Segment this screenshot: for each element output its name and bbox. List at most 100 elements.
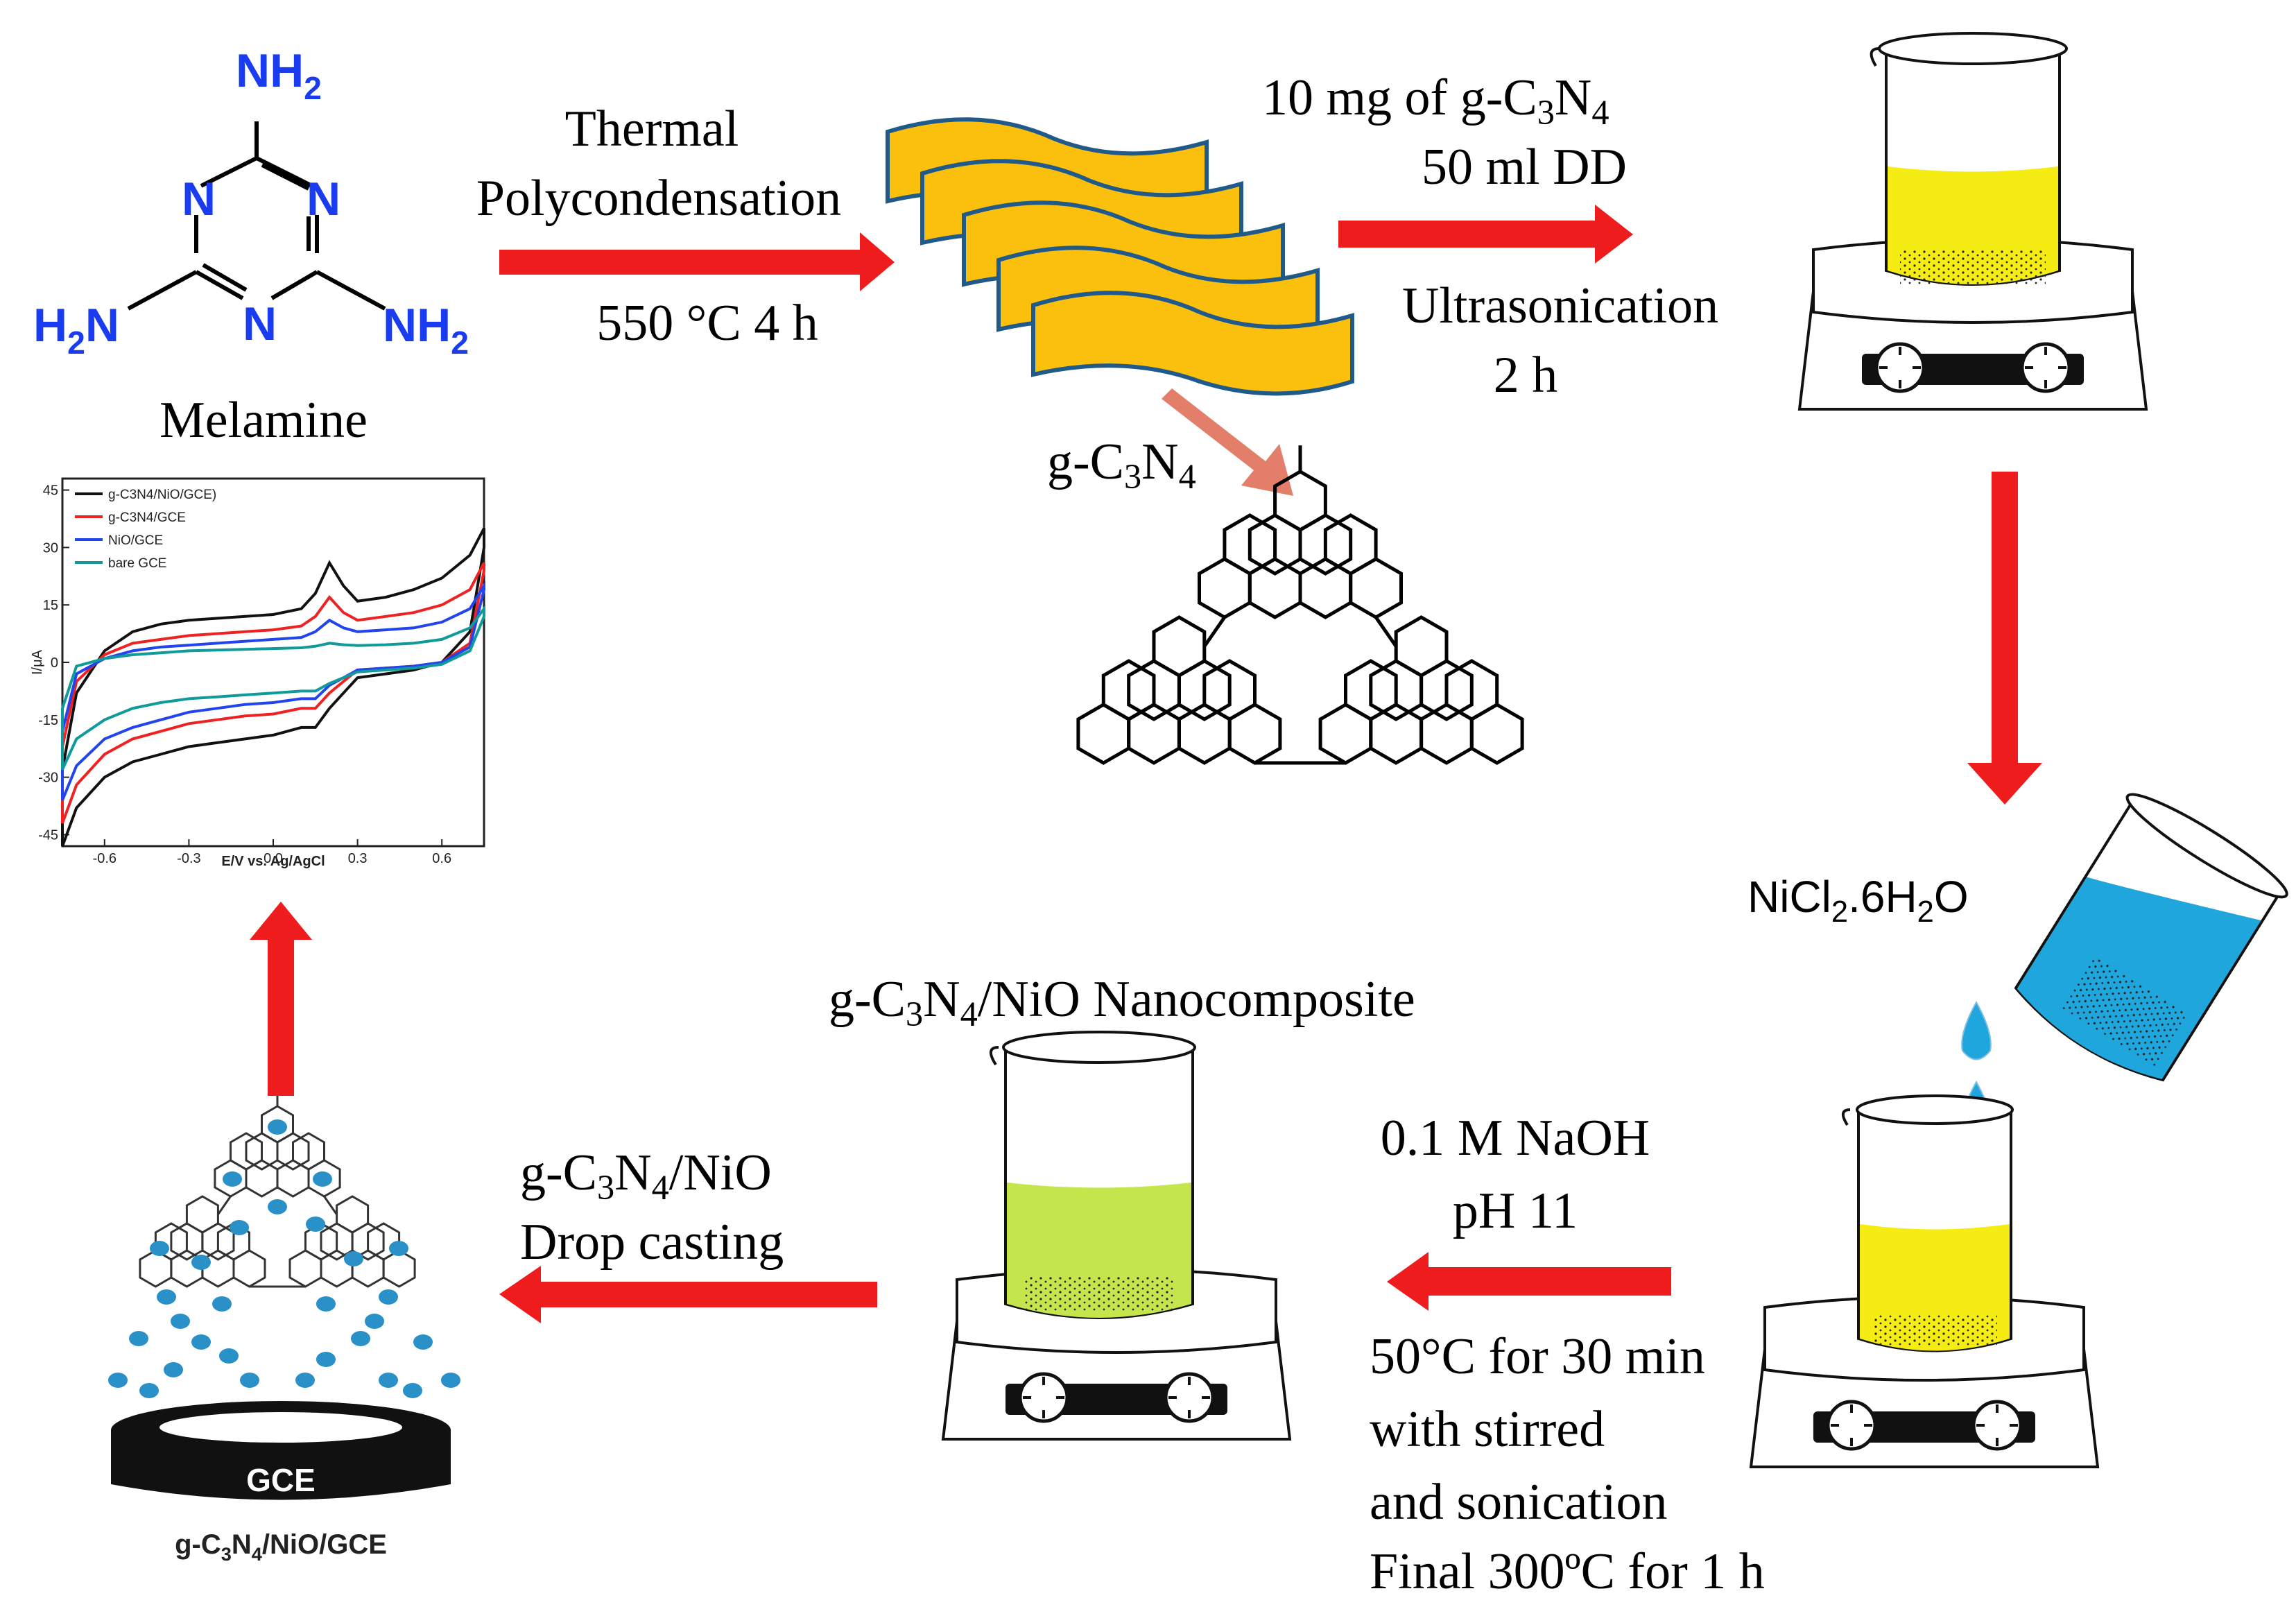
hotplate-beaker-yellow-2 [1751, 1094, 2098, 1467]
zoom-arrow [1162, 388, 1293, 496]
ring [1248, 557, 1302, 619]
ring [1227, 703, 1282, 765]
svg-text:NH2: NH2 [383, 299, 469, 361]
nio-particle [240, 1373, 259, 1388]
nio-particle [441, 1373, 460, 1388]
melamine-label: Melamine [159, 392, 368, 449]
nh2-right-label: NH [383, 299, 451, 352]
nio-particle [313, 1171, 332, 1187]
ring [1469, 703, 1524, 765]
nio-particle [191, 1334, 211, 1350]
ring [1177, 659, 1232, 721]
step4-label: g-C [520, 1144, 597, 1201]
gcn-network-structure [1076, 445, 1524, 765]
arrow-step2 [1338, 205, 1633, 264]
nio-particle [403, 1383, 422, 1398]
cv-series-line [61, 604, 485, 771]
svg-text:10 mg of g-C3N4: 10 mg of g-C3N4 [1262, 69, 1609, 132]
bridge [1202, 616, 1226, 648]
arrow-step3 [1387, 1252, 1671, 1311]
nio-particle [306, 1217, 325, 1232]
step3-cond1: 50°C for 30 min [1370, 1328, 1705, 1385]
nio-particle [268, 1119, 287, 1135]
reagent-label: NiCl [1747, 872, 1831, 922]
x-tick-label: 0.6 [432, 851, 451, 866]
nh2-left-n: N [85, 299, 119, 352]
step1-line2: Polycondensation [476, 170, 841, 227]
modified-network [139, 1090, 416, 1288]
y-tick-label: 15 [43, 598, 58, 613]
arrow-down [1967, 472, 2042, 805]
nio-particle [191, 1255, 211, 1270]
ring [307, 1159, 341, 1198]
y-tick-label: 0 [51, 655, 58, 671]
bridge [217, 1196, 232, 1215]
nio-particle [316, 1296, 336, 1312]
nio-particle [351, 1331, 370, 1346]
gce-label: GCE [246, 1462, 316, 1498]
bridge [1374, 616, 1398, 648]
nio-particle [365, 1314, 384, 1329]
step3-cond4: Final 300ºC for 1 h [1370, 1543, 1765, 1600]
x-tick-label: -0.3 [177, 851, 200, 866]
ring [1419, 703, 1474, 765]
pouring-beaker-blue [2014, 793, 2288, 1082]
y-axis-label: I/μA [30, 649, 45, 675]
legend-label: g-C3N4/GCE [108, 510, 186, 525]
ring [139, 1249, 173, 1288]
subscript-2: 2 [304, 70, 322, 106]
ring [276, 1132, 310, 1171]
step4-method: Drop casting [520, 1214, 784, 1271]
svg-text:g-C3N4/NiO/GCE: g-C3N4/NiO/GCE [175, 1529, 387, 1565]
y-tick-label: -30 [38, 771, 58, 786]
nio-particle [108, 1373, 128, 1388]
svg-text:H2N: H2N [33, 299, 119, 361]
step2-time: 2 h [1494, 347, 1558, 404]
svg-text:NiCl2.6H2O: NiCl2.6H2O [1747, 872, 1969, 929]
cv-series-line [61, 581, 485, 801]
svg-text:NH2: NH2 [236, 44, 322, 106]
step3-base: 0.1 M NaOH [1381, 1110, 1650, 1167]
nio-particle [344, 1251, 363, 1266]
ring [1177, 703, 1232, 765]
ring [1298, 513, 1353, 576]
ring [1076, 703, 1131, 765]
svg-text:g-C3N4/NiO Nanocomposite: g-C3N4/NiO Nanocomposite [829, 971, 1415, 1033]
step3-ph: pH 11 [1453, 1183, 1578, 1239]
step3-cond2: with stirred [1370, 1401, 1605, 1458]
gce-electrode: GCE [111, 1401, 451, 1500]
x-axis-label: E/V vs. Ag/AgCl [221, 854, 325, 869]
nio-particle [164, 1362, 183, 1377]
step2-solvent: 50 ml DD [1422, 139, 1627, 196]
arrow-up [250, 902, 312, 1096]
ring [1127, 703, 1181, 765]
nio-particle [157, 1289, 176, 1305]
gcn-sheets [886, 117, 1354, 396]
ring-n-right: N [307, 173, 340, 225]
hotplate-beaker-yellow [1799, 32, 2146, 409]
nio-particle [129, 1331, 148, 1346]
nio-particle [171, 1314, 190, 1329]
cv-series-line [61, 562, 485, 824]
x-tick-label: 0.0 [264, 851, 283, 866]
nio-particle [230, 1220, 249, 1235]
ring [1198, 557, 1252, 619]
nio-particle [223, 1171, 242, 1187]
cv-series-line [61, 527, 485, 847]
ring [232, 1249, 266, 1288]
step1-line1: Thermal [565, 101, 739, 157]
nio-particle [219, 1348, 239, 1364]
nio-particle [389, 1241, 408, 1256]
x-tick-label: 0.3 [348, 851, 368, 866]
nio-particle [316, 1352, 336, 1367]
y-tick-label: -45 [38, 827, 58, 843]
ring [245, 1159, 279, 1198]
ring [382, 1249, 416, 1288]
nh2-top-label: NH [236, 44, 304, 97]
ring [1318, 703, 1373, 765]
ring [288, 1249, 322, 1288]
svg-text:g-C3N4: g-C3N4 [1047, 433, 1196, 496]
nio-particle [413, 1334, 433, 1350]
